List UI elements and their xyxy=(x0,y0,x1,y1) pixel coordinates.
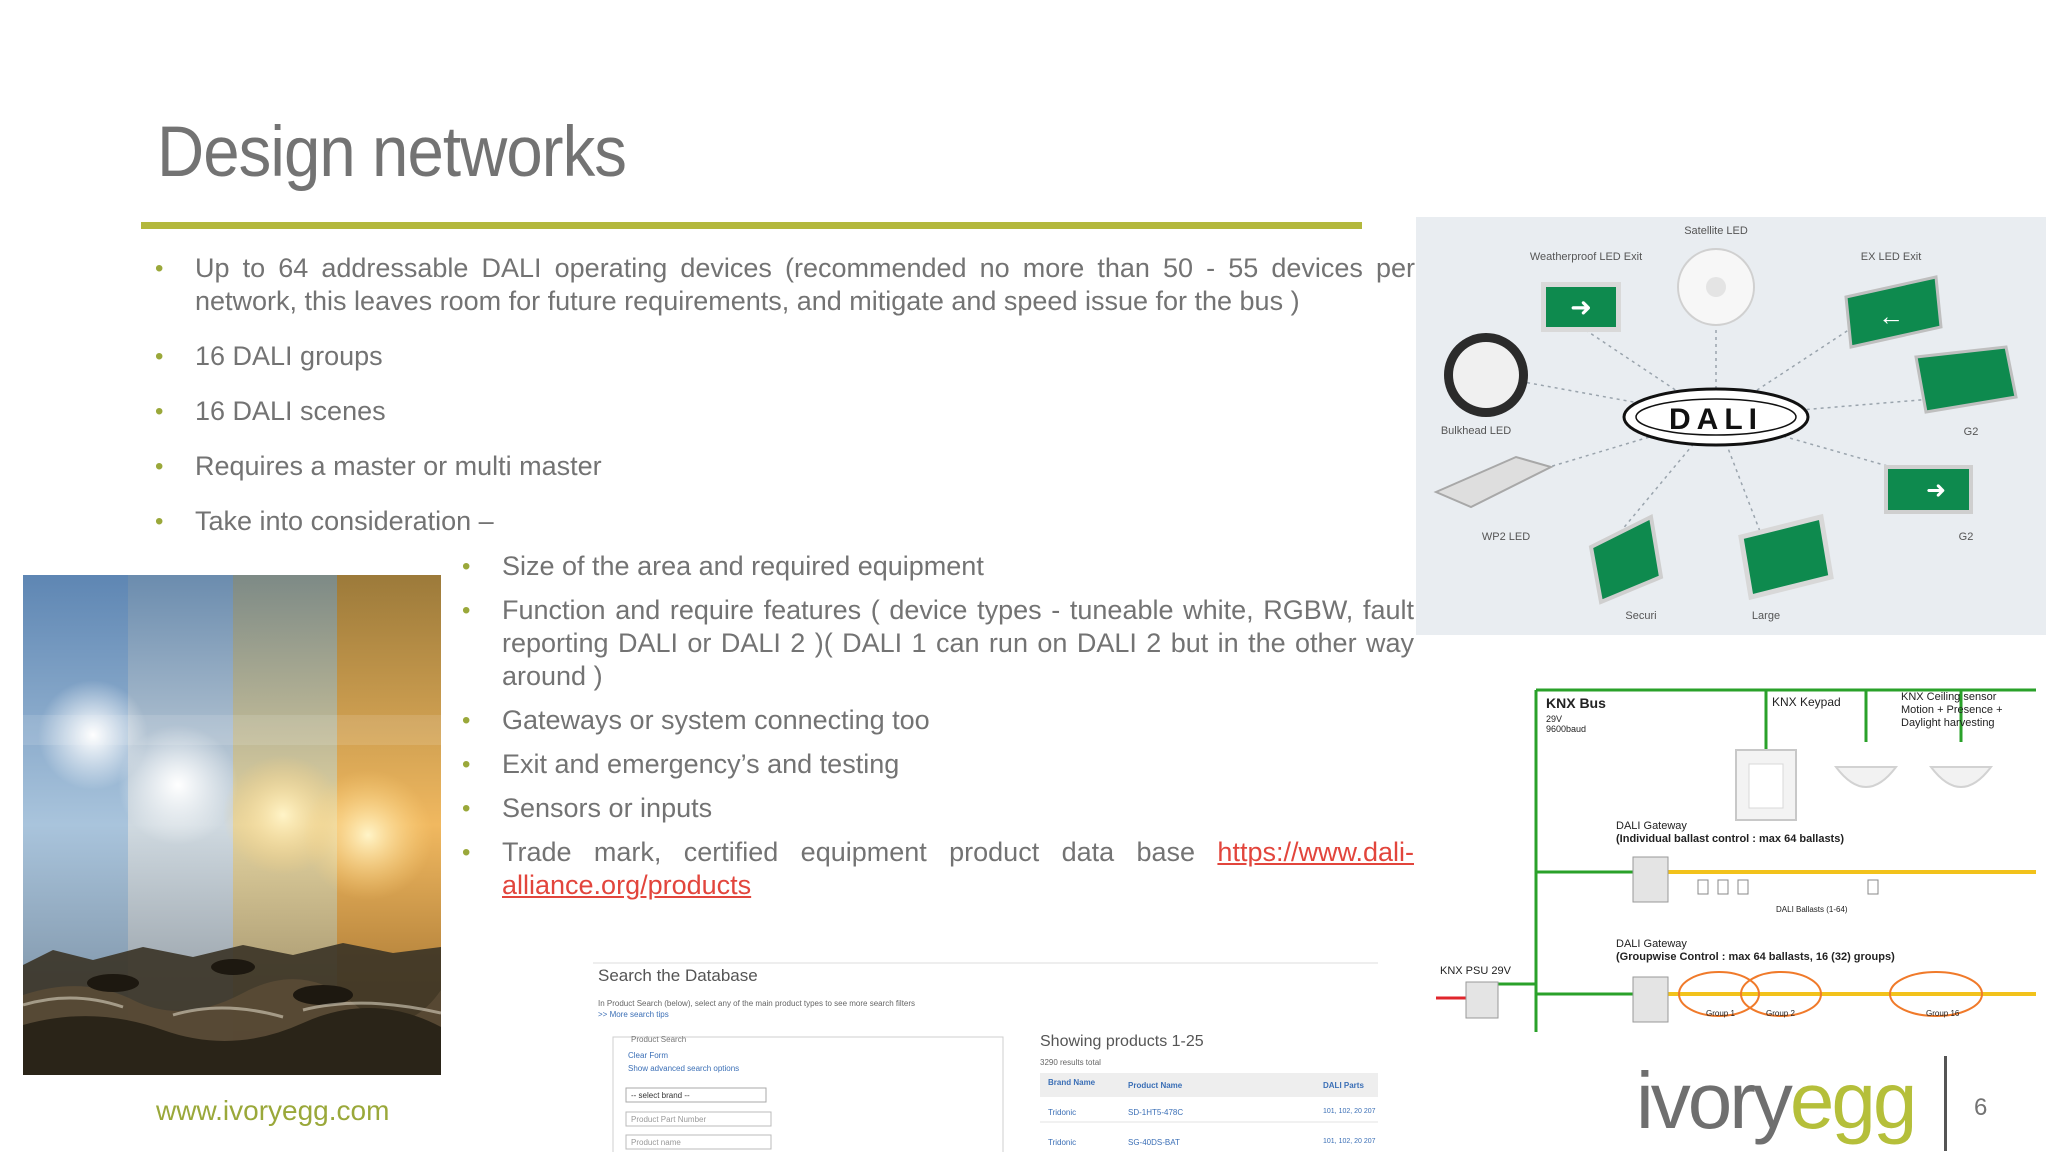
group1-label: Group 1 xyxy=(1706,1009,1735,1018)
db-intro: In Product Search (below), select any of… xyxy=(598,999,915,1008)
db-row2-parts: 101, 102, 20 207 xyxy=(1323,1138,1376,1145)
knx-bus-baud: 9600baud xyxy=(1546,724,1586,734)
label-weatherproof: Weatherproof LED Exit xyxy=(1530,251,1642,263)
gateway1-subtitle: (Individual ballast control : max 64 bal… xyxy=(1616,833,1844,845)
db-row2-name: SG-40DS-BAT xyxy=(1128,1138,1180,1147)
dali-database-screenshot: Search the Database In Product Search (b… xyxy=(593,945,1378,1152)
dali-products-link[interactable]: https://www.dali-alliance.org/products xyxy=(502,837,1414,900)
ceiling-sensor-label-2: Motion + Presence + xyxy=(1901,704,2003,716)
db-results: 3290 results total xyxy=(1040,1058,1101,1067)
knx-bus-voltage: 29V xyxy=(1546,714,1562,724)
db-col-product: Product Name xyxy=(1128,1081,1183,1090)
bullet-item: 16 DALI scenes xyxy=(155,395,1415,428)
sub-bullet-item: Gateways or system connecting too xyxy=(462,704,1414,737)
sub-bullet-item: Size of the area and required equipment xyxy=(462,550,1414,583)
label-secure: Securi xyxy=(1625,610,1656,622)
logo-part-ivory: ivory xyxy=(1636,1056,1793,1145)
gateway2-title: DALI Gateway xyxy=(1616,938,1687,950)
group16-label: Group 16 xyxy=(1926,1009,1960,1018)
db-row2-brand: Tridonic xyxy=(1048,1138,1076,1147)
ceiling-sensor-label-3: Daylight harvesting xyxy=(1901,717,1995,729)
knx-dali-wiring-diagram: KNX Bus 29V 9600baud KNX Keypad KNX Ceil… xyxy=(1436,672,2046,1032)
label-bulkhead: Bulkhead LED xyxy=(1441,425,1511,437)
db-row1-brand: Tridonic xyxy=(1048,1108,1076,1117)
label-g2-bottom: G2 xyxy=(1959,531,1974,543)
sub-bullet-item-trademark: Trade mark, certified equipment product … xyxy=(462,836,1414,902)
db-legend: Product Search xyxy=(631,1035,686,1044)
gateway2-subtitle: (Groupwise Control : max 64 ballasts, 16… xyxy=(1616,951,1895,963)
sub-bullet-item: Sensors or inputs xyxy=(462,792,1414,825)
db-name-input: Product name xyxy=(631,1138,681,1147)
title-underline xyxy=(141,222,1362,229)
website-url: www.ivoryegg.com xyxy=(156,1095,390,1126)
label-large: Large xyxy=(1752,610,1780,622)
bullet-item: Take into consideration – xyxy=(155,505,1415,538)
db-row1-parts: 101, 102, 20 207 xyxy=(1323,1108,1376,1115)
label-g2-top: G2 xyxy=(1964,426,1979,438)
label-ex: EX LED Exit xyxy=(1861,251,1922,263)
label-satellite: Satellite LED xyxy=(1684,225,1748,237)
db-heading: Search the Database xyxy=(598,966,758,985)
db-more-link: >> More search tips xyxy=(598,1010,669,1019)
group2-label: Group 2 xyxy=(1766,1009,1795,1018)
ceiling-sensor-label-1: KNX Ceiling sensor xyxy=(1901,691,1997,703)
db-advanced-link: Show advanced search options xyxy=(628,1064,739,1073)
db-part-input: Product Part Number xyxy=(631,1115,706,1124)
knx-bus-label: KNX Bus xyxy=(1546,695,1606,711)
bullet-item: 16 DALI groups xyxy=(155,340,1415,373)
db-brand-select: -- select brand -- xyxy=(631,1091,690,1100)
sub-bullet-list: Size of the area and required equipment … xyxy=(462,550,1414,913)
knx-psu-label: KNX PSU 29V xyxy=(1440,965,1512,977)
dali-ballasts-label: DALI Ballasts (1-64) xyxy=(1776,905,1848,914)
db-showing: Showing products 1-25 xyxy=(1040,1033,1204,1050)
label-wp2: WP2 LED xyxy=(1482,531,1530,543)
db-col-brand: Brand Name xyxy=(1048,1078,1096,1087)
db-row1-name: SD-1HT5-478C xyxy=(1128,1108,1183,1117)
dali-logo-text: DALI xyxy=(1669,403,1763,436)
logo-part-egg: egg xyxy=(1789,1056,1917,1145)
db-clear-link: Clear Form xyxy=(628,1051,668,1060)
gateway1-title: DALI Gateway xyxy=(1616,820,1687,832)
sub-bullet-item: Exit and emergency’s and testing xyxy=(462,748,1414,781)
bullet-item: Up to 64 addressable DALI operating devi… xyxy=(155,252,1415,318)
trademark-text: Trade mark, certified equipment product … xyxy=(502,837,1218,867)
sub-bullet-item: Function and require features ( device t… xyxy=(462,594,1414,693)
svg-text:➜: ➜ xyxy=(1926,477,1946,504)
bullet-item: Requires a master or multi master xyxy=(155,450,1415,483)
svg-text:←: ← xyxy=(1878,301,1904,331)
main-bullet-list: Up to 64 addressable DALI operating devi… xyxy=(155,252,1415,560)
logo-divider xyxy=(1944,1056,1947,1151)
svg-text:➜: ➜ xyxy=(1570,292,1592,322)
db-col-parts: DALI Parts xyxy=(1323,1081,1364,1090)
dali-devices-diagram: DALI Satellite LED Weatherproof LED Exit… xyxy=(1416,217,2046,635)
sky-sea-photo xyxy=(23,575,441,1075)
ivoryegg-logo: ivoryegg xyxy=(1636,1055,1936,1155)
knx-keypad-label: KNX Keypad xyxy=(1772,695,1841,709)
page-number: 6 xyxy=(1974,1094,1988,1121)
slide-title: Design networks xyxy=(157,113,627,192)
